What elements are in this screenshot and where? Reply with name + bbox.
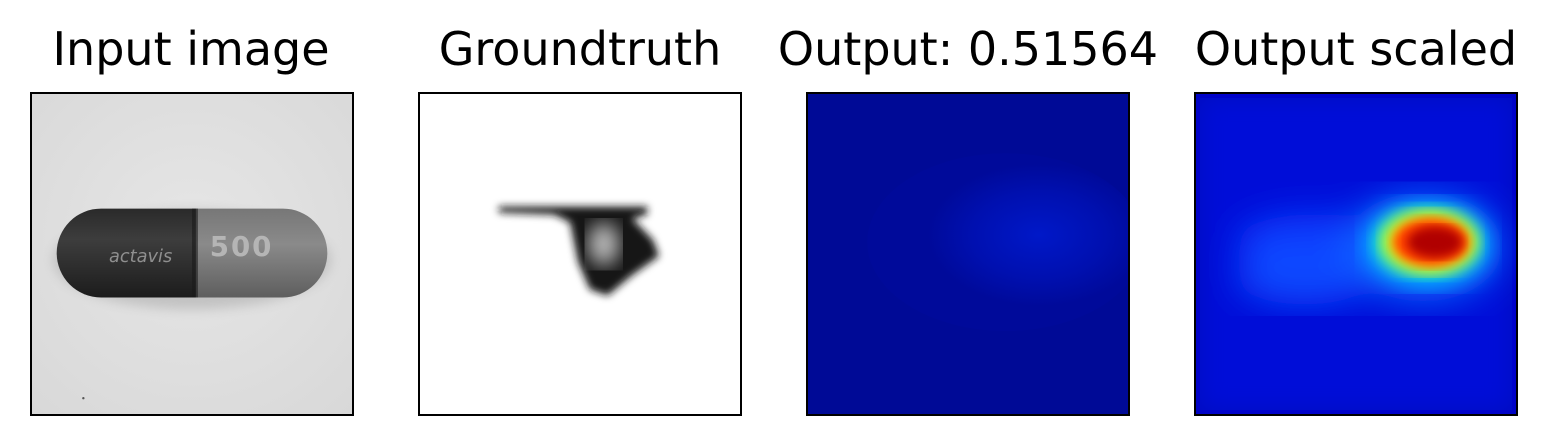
groundtruth-panel [418, 92, 742, 416]
groundtruth-mask [420, 94, 740, 414]
input-image-panel: actavis 500 [30, 92, 354, 416]
capsule-dose-text: 500 [210, 230, 274, 263]
capsule-image: actavis 500 [32, 94, 352, 414]
output-panel [806, 92, 1130, 416]
panel-title-output: Output: 0.51564 [777, 22, 1159, 76]
capsule-brand-text: actavis [109, 247, 172, 267]
output-scaled-panel [1194, 92, 1518, 416]
output-scaled-heatmap [1196, 94, 1516, 414]
panel-title-input: Input image [52, 22, 330, 76]
panel-title-output-scaled: Output scaled [1194, 22, 1518, 76]
panel-title-groundtruth: Groundtruth [438, 22, 722, 76]
output-heatmap [808, 94, 1128, 414]
